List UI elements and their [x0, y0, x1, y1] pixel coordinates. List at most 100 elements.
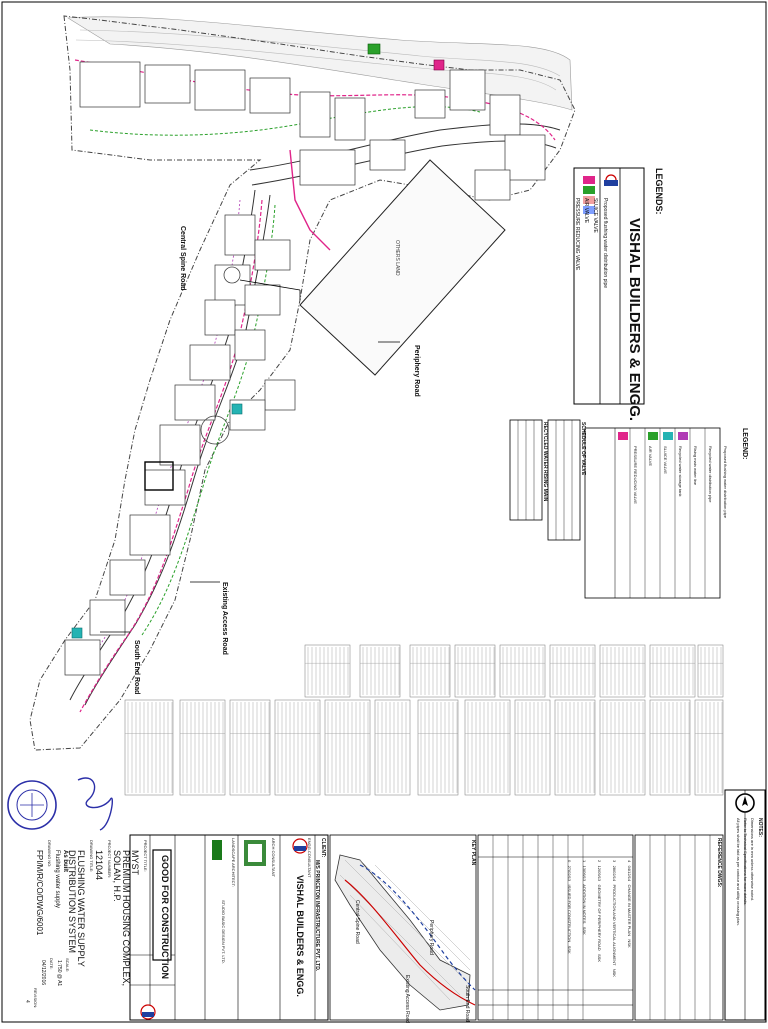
project-number-label: PROJECT NUMBER:: [107, 840, 112, 879]
key-plan: [329, 834, 477, 1021]
legend-secondary-item: Recycled water distribution pipe: [708, 446, 713, 503]
contour-line: [79, 29, 561, 77]
client-name: M/S PRINCETON INFRASTRUCTURE PVT. LTD.: [314, 860, 320, 972]
north-arrow-icon: [742, 796, 748, 806]
drawing-subtitle2: Flushing water supply: [54, 850, 60, 909]
pipe-table-block: [417, 699, 459, 796]
key-plan-road-label: Periphery Road: [428, 920, 434, 955]
revision-row: 1 13/06/13 ADDITION IN NOTES SSK: [582, 860, 587, 935]
pipe-table-block: [324, 699, 371, 796]
legend-secondary-item: PRESSURE REDUCING VALVE: [633, 446, 638, 504]
revision-value: 4: [24, 1000, 30, 1003]
legend-secondary-item: Rising main water line: [693, 446, 698, 486]
revision-row: 0 27/02/13 ISSUED FOR CONSTRUCTION SSK: [567, 860, 572, 954]
pipe-table-block: [124, 699, 174, 796]
drawing-title-label: DRAWING TITLE:: [89, 840, 94, 873]
revision-row: 3 28/02/14 PRODUCTION AND VERTICAL ALIGN…: [612, 860, 617, 977]
central-spine-road-label: Central Spine Road: [179, 226, 186, 291]
key-plan-road: [344, 879, 476, 1006]
rising-main-title: RECYCLED WATER RISING MAIN: [542, 422, 548, 502]
drawing-no: FPI/M/R/CO/DWG/6001: [35, 850, 44, 936]
legend-main-heading: LEGENDS:: [654, 168, 664, 215]
key-plan-road-label: Central Spine Road: [354, 900, 360, 944]
signature: [77, 777, 113, 831]
legend-main-item: Proposed flushing water distribution pip…: [602, 198, 608, 289]
drawing-no-label: DRAWING NO:: [47, 840, 52, 868]
others-land-parcel: [299, 159, 506, 376]
valve-marker: [433, 59, 445, 71]
company-logo: [294, 846, 306, 851]
engineer-name: VISHAL BUILDERS & ENGG.: [295, 875, 305, 997]
project-title-line: PREMIUM HOUSING COMPLEX,: [121, 850, 131, 987]
legend-main-item: AIR VALVE: [583, 198, 589, 224]
building-blocks: [64, 61, 546, 676]
periphery-road-label: Periphery Road: [413, 345, 420, 397]
revision-row: 2 12/09/13 GEOMETRY OF PERIPHERY ROAD SS…: [597, 860, 602, 963]
date-label: DATE:: [49, 958, 54, 970]
date-value: 04/12/2016: [40, 960, 46, 986]
pipe-table-block: [374, 699, 411, 796]
pipe-table-block: [697, 644, 724, 698]
revision-table: [477, 834, 634, 1021]
client-label: CLIENT:: [320, 838, 326, 858]
landscape-name: STUDIO BASIC DESIGN PVT. LTD.: [221, 900, 226, 964]
revision-label: REVISION:: [33, 988, 38, 1009]
pipe-table-block: [359, 644, 401, 698]
reference-heading: REFERENCE DWGS:: [716, 838, 722, 888]
tank-block: [144, 461, 174, 491]
landmark-circle: [223, 266, 241, 284]
engineer-seal: [7, 780, 57, 830]
note-item: Refer to Technical Specifications for mo…: [743, 818, 748, 906]
site-boundary: [29, 15, 576, 751]
pipe-table-block: [514, 699, 551, 796]
stamp-text: GOOD FOR CONSTRUCTION: [160, 855, 170, 979]
scale-label: SCALE:: [65, 958, 70, 973]
project-title-line: MYST: [130, 850, 140, 876]
legend-main-item: PRESSURE REDUCING VALVE: [574, 198, 580, 271]
pipe-table-block: [554, 699, 596, 796]
legend-secondary-box: [509, 419, 721, 599]
legend-secondary-item: SLUICE VALVE: [663, 446, 668, 474]
title-block: [129, 834, 329, 1021]
legend-secondary-heading: LEGEND:: [741, 428, 748, 460]
pipe-table-block: [454, 644, 496, 698]
architect-logo: [248, 844, 262, 862]
pipe-table-block: [179, 699, 226, 796]
pipe-table-block: [499, 644, 546, 698]
engineer-label: ENGG.CONSULTANT: [307, 838, 312, 878]
legend-secondary-item: Proposed flushing water distribution pip…: [723, 446, 728, 519]
pipe-table-block: [694, 699, 724, 796]
key-plan-label: KEY PLAN: [470, 840, 476, 866]
pipe-table-block: [274, 699, 321, 796]
reference-box: [634, 834, 724, 1021]
valve-marker: [367, 43, 381, 55]
key-plan-road-label: Existing Access Road: [404, 975, 410, 1024]
note-item: Dimensions are in mm unless otherwise no…: [750, 818, 755, 901]
flushing-pipe: [289, 149, 331, 251]
pipe-table-block: [549, 644, 596, 698]
legend-main-item: SLUICE VALVE: [592, 198, 598, 233]
pipe-table-block: [649, 699, 691, 796]
site-plan: [29, 15, 576, 751]
landscape-label: LANDSCAPE ARCHITECT:: [231, 838, 236, 887]
project-title-label: PROJECT TITLE:: [143, 840, 148, 872]
pipe-table-block: [599, 699, 646, 796]
notes-box: [724, 789, 766, 1021]
south-end-road-label: South End Road: [133, 640, 140, 695]
project-title-line: SOLAN, H.P.: [112, 850, 122, 902]
revision-row: 4 04/12/14 CHANGE IN MASTER PLAN NSK: [627, 860, 632, 948]
notes-heading: NOTES:: [757, 818, 763, 837]
good-for-construction-stamp-box: [152, 849, 172, 961]
key-plan-road: [359, 864, 476, 991]
existing-access-road-label: Existing Access Road: [221, 582, 228, 655]
schedule-title: SCHEDULE OF VALVE: [580, 422, 586, 476]
landmark-circle: [200, 415, 230, 445]
hillside-shading: [67, 16, 573, 111]
note-item: All pipes shall be laid as per contour a…: [736, 818, 741, 926]
recycled-pipe: [141, 204, 276, 636]
pipe-data-tables: [124, 644, 724, 796]
key-plan-road-label: South End Road: [464, 985, 470, 1022]
drawing-subtitle: As built: [62, 850, 68, 872]
